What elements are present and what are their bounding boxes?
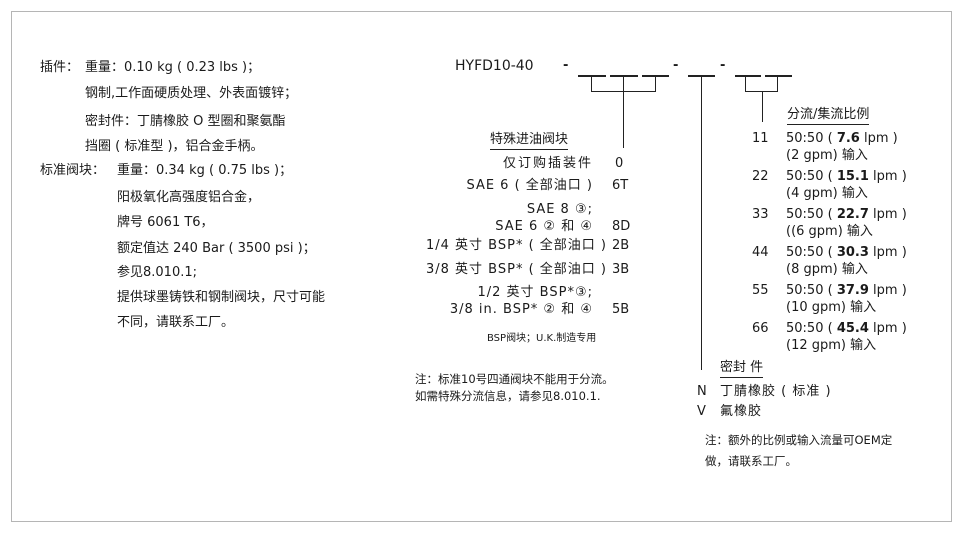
port-label: SAE 6 ② 和 ④ xyxy=(495,219,593,234)
ports-title: 特殊进油阀块 xyxy=(490,132,569,150)
ratio-value: 50:50 ( 45.4 lpm ) xyxy=(786,321,907,337)
ratio-value: 50:50 ( 7.6 lpm ) xyxy=(786,131,898,147)
bracket-line xyxy=(591,91,656,92)
seal-code: N xyxy=(697,384,707,399)
model-prefix: HYFD10-40 xyxy=(455,58,534,74)
code-dash: - xyxy=(720,58,726,73)
port-code: 2B xyxy=(612,238,630,253)
ratio-lpm: 37.9 xyxy=(836,283,869,298)
ratio-input: (12 gpm) 输入 xyxy=(786,338,877,353)
ratio-code: 22 xyxy=(752,169,769,184)
bsp-footnote: BSP阀块；U.K.制造专用 xyxy=(487,333,597,344)
ratio-input: (10 gpm) 输入 xyxy=(786,300,877,315)
bracket-line xyxy=(623,77,624,148)
seal-code: V xyxy=(697,404,706,419)
ratio-unit: lpm ) xyxy=(873,321,907,336)
port-code: 5B xyxy=(612,302,630,317)
ratio-input: (8 gpm) 输入 xyxy=(786,262,868,277)
seals-note: 做，请联系工厂。 xyxy=(705,454,797,468)
ratio-text: 50:50 ( xyxy=(786,321,833,336)
bracket-line xyxy=(745,91,778,92)
ratio-code: 55 xyxy=(752,283,769,298)
ratio-code: 44 xyxy=(752,245,769,260)
ratio-value: 50:50 ( 37.9 lpm ) xyxy=(786,283,907,299)
port-code: 6T xyxy=(612,178,629,193)
ratio-title: 分流/集流比例 xyxy=(787,107,870,125)
ratio-unit: lpm ) xyxy=(863,131,898,146)
spec-line: 钢制,工作面硬质处理、外表面镀锌； xyxy=(85,86,298,101)
port-label: 1/2 英寸 BSP*③; xyxy=(477,285,593,300)
ratio-input: ((6 gpm) 输入 xyxy=(786,224,873,239)
ratio-code: 11 xyxy=(752,131,769,146)
ratio-input: (4 gpm) 输入 xyxy=(786,186,868,201)
port-label: SAE 6 ( 全部油口 ) xyxy=(466,178,593,193)
ratio-lpm: 45.4 xyxy=(836,321,869,336)
seal-label: 丁腈橡胶 ( 标准 ) xyxy=(720,384,832,399)
port-code: 0 xyxy=(615,156,624,171)
ratio-value: 50:50 ( 15.1 lpm ) xyxy=(786,169,907,185)
ratio-text: 50:50 ( xyxy=(786,131,833,146)
ratio-code: 66 xyxy=(752,321,769,336)
code-blank xyxy=(735,75,761,77)
ratio-lpm: 30.3 xyxy=(836,245,869,260)
cartridge-label: 插件： xyxy=(40,60,80,75)
port-label: 3/8 英寸 BSP* ( 全部油口 ) xyxy=(425,262,607,277)
ratio-text: 50:50 ( xyxy=(786,207,833,222)
seals-title: 密封 件 xyxy=(720,360,764,378)
ratio-text: 50:50 ( xyxy=(786,283,833,298)
ratio-unit: lpm ) xyxy=(873,169,907,184)
seal-label: 氟橡胶 xyxy=(720,404,763,419)
code-blank xyxy=(765,75,792,77)
ratio-text: 50:50 ( xyxy=(786,169,833,184)
ratio-code: 33 xyxy=(752,207,769,222)
spec-line: 参见8.010.1; xyxy=(117,265,197,280)
ratio-input: (2 gpm) 输入 xyxy=(786,148,868,163)
ports-note: 如需特殊分流信息，请参见8.010.1. xyxy=(415,389,601,403)
ratio-value: 50:50 ( 22.7 lpm ) xyxy=(786,207,907,223)
leader-line xyxy=(701,77,702,370)
bracket-line xyxy=(762,91,763,122)
bracket-line xyxy=(777,77,778,92)
ratio-unit: lpm ) xyxy=(873,245,907,260)
spec-line: 重量：0.34 kg ( 0.75 lbs )； xyxy=(117,163,293,178)
spec-line: 不同，请联系工厂。 xyxy=(117,315,235,330)
port-code: 3B xyxy=(612,262,630,277)
code-dash: - xyxy=(673,58,679,73)
spec-line: 挡圈 ( 标准型 )，铝合金手柄。 xyxy=(85,139,264,154)
port-label: 3/8 in. BSP* ② 和 ④ xyxy=(449,302,593,317)
port-label: 仅订购插装件 xyxy=(502,156,593,171)
ports-note: 注：标准10号四通阀块不能用于分流。 xyxy=(415,372,614,386)
port-code: 8D xyxy=(612,219,631,234)
spec-line: 额定值达 240 Bar ( 3500 psi )； xyxy=(117,241,316,256)
code-blank xyxy=(610,75,638,77)
port-label: 1/4 英寸 BSP* ( 全部油口 ) xyxy=(425,238,607,253)
ratio-unit: lpm ) xyxy=(873,283,907,298)
page-frame xyxy=(11,11,952,522)
spec-line: 阳极氧化高强度铝合金， xyxy=(117,190,261,205)
code-blank xyxy=(642,75,669,77)
spec-line: 重量：0.10 kg ( 0.23 lbs )； xyxy=(85,60,261,75)
bracket-line xyxy=(655,77,656,92)
body-label: 标准阀块： xyxy=(40,163,106,178)
spec-line: 牌号 6061 T6， xyxy=(117,215,214,230)
ratio-lpm: 15.1 xyxy=(836,169,869,184)
bracket-line xyxy=(591,77,592,92)
seals-note: 注：额外的比例或输入流量可OEM定 xyxy=(705,433,893,447)
bracket-line xyxy=(745,77,746,92)
ratio-value: 50:50 ( 30.3 lpm ) xyxy=(786,245,907,261)
port-label: SAE 8 ③; xyxy=(526,202,593,217)
ratio-text: 50:50 ( xyxy=(786,245,833,260)
ratio-lpm: 22.7 xyxy=(836,207,869,222)
code-blank xyxy=(688,75,715,77)
spec-line: 密封件：丁腈橡胶 O 型圈和聚氨酯 xyxy=(85,114,286,129)
ratio-unit: lpm ) xyxy=(873,207,907,222)
code-dash: - xyxy=(563,58,569,73)
ratio-lpm: 7.6 xyxy=(836,131,860,146)
spec-line: 提供球墨铸铁和钢制阀块，尺寸可能 xyxy=(117,290,326,305)
code-blank xyxy=(578,75,606,77)
